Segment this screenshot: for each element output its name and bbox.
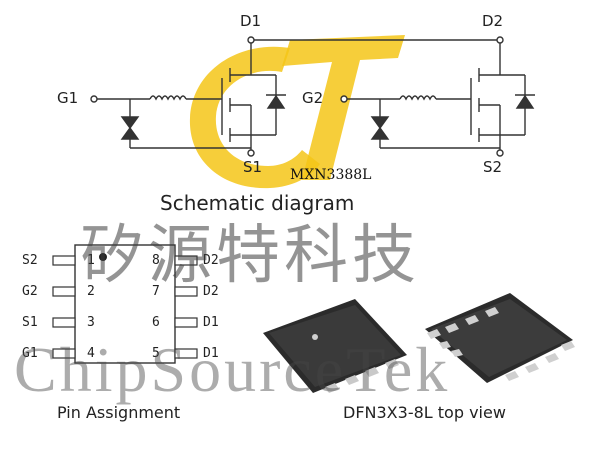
terminal-d1-label: D1: [240, 12, 262, 30]
terminal-s1-label: S1: [243, 158, 263, 176]
pin-5-number: 5: [152, 346, 160, 361]
pin-1-name: S2: [22, 253, 38, 268]
package-bottom-chip: [425, 293, 575, 383]
pin-7-number: 7: [152, 284, 160, 299]
package-top-chip: [263, 299, 407, 393]
pin-3-number: 3: [87, 315, 95, 330]
watermark-chinese: 矽源特科技: [80, 219, 420, 293]
pin-4-number: 4: [87, 346, 95, 361]
pin-3-name: S1: [22, 315, 38, 330]
pin-assignment-diagram: S2 G2 S1 G1 1 2 3 4 8 7 6 5 D2 D2 D1 D1: [0, 230, 240, 370]
schematic-caption: Schematic diagram: [160, 191, 355, 215]
pin-1-number: 1: [87, 253, 95, 268]
pin-7-name: D2: [203, 284, 219, 299]
terminal-g2-label: G2: [302, 89, 324, 107]
package-caption: DFN3X3-8L top view: [343, 403, 506, 422]
pin-8-number: 8: [152, 253, 160, 268]
dfn-package-image: [263, 293, 575, 393]
schematic-diagram: [90, 36, 535, 157]
ic-outline: [52, 244, 198, 364]
terminal-s2-label: S2: [483, 158, 503, 176]
terminal-d2-label: D2: [482, 12, 504, 30]
pin-8-name: D2: [203, 253, 219, 268]
pin-6-number: 6: [152, 315, 160, 330]
part-number: MXN3388L: [290, 167, 372, 183]
pin-5-name: D1: [203, 346, 219, 361]
pin-6-name: D1: [203, 315, 219, 330]
pin-2-number: 2: [87, 284, 95, 299]
pin-2-name: G2: [22, 284, 38, 299]
pin-4-name: G1: [22, 346, 38, 361]
terminal-g1-label: G1: [57, 89, 79, 107]
watermark-english: ChipSourceTek: [14, 334, 451, 405]
pin-assignment-caption: Pin Assignment: [57, 403, 181, 422]
